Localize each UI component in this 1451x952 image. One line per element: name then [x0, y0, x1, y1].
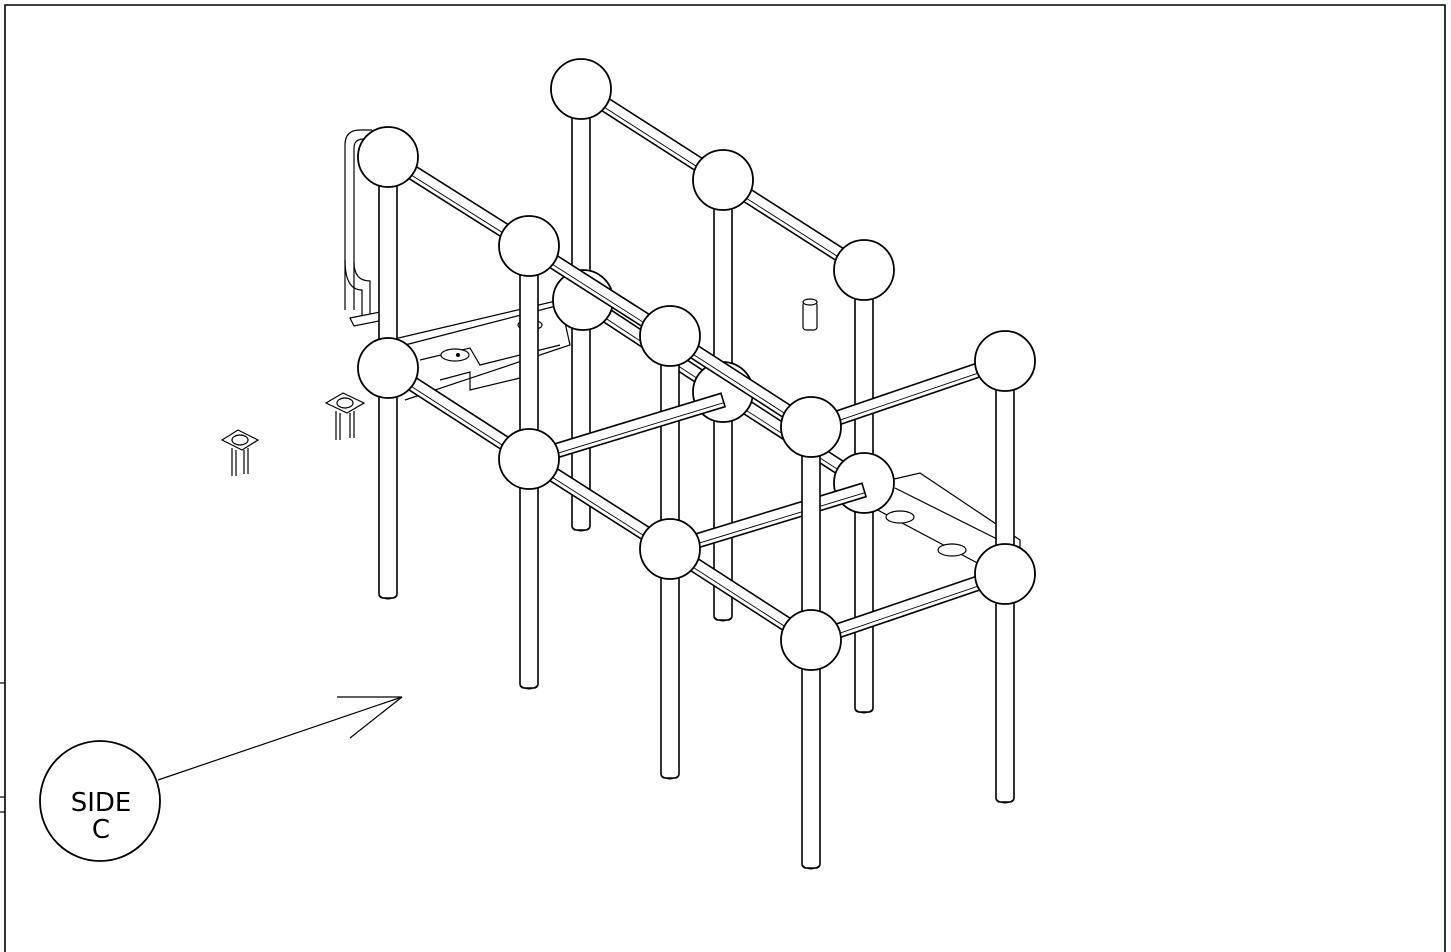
connector-ball	[780, 609, 842, 671]
anchor-bracket	[220, 429, 260, 476]
callout-label-line2: C	[92, 815, 110, 845]
connector-ball	[833, 239, 895, 301]
connector-ball	[974, 330, 1036, 392]
connector-ball	[639, 518, 701, 580]
post-end	[854, 708, 874, 714]
connector-ball	[357, 126, 419, 188]
connector-ball	[550, 58, 612, 120]
post-end	[713, 616, 733, 622]
anchor-bracket	[324, 392, 366, 440]
stub-post	[802, 298, 818, 331]
callout-label-line1: SIDE	[71, 788, 132, 818]
connector-ball	[498, 215, 560, 277]
post-end	[378, 594, 398, 600]
connector-ball	[639, 305, 701, 367]
callout-circle	[39, 740, 161, 862]
post-end	[660, 774, 680, 780]
rail-highlight	[529, 402, 724, 463]
post-end	[995, 798, 1015, 804]
connector-ball	[357, 337, 419, 399]
rail-highlight	[670, 492, 865, 553]
drawing-border	[4, 4, 1446, 952]
post-end	[801, 864, 821, 870]
pipe-frame	[357, 58, 1036, 870]
post-end	[571, 526, 591, 532]
rail-highlight	[811, 363, 1007, 431]
post-end	[519, 684, 539, 690]
rail-highlight	[811, 576, 1007, 644]
view-direction-arrow	[157, 696, 403, 781]
connector-ball	[498, 428, 560, 490]
side-c-callout: SIDE C	[39, 740, 161, 862]
connector-ball	[780, 396, 842, 458]
connector-ball	[974, 543, 1036, 605]
connector-ball	[692, 149, 754, 211]
base-platform	[389, 299, 1021, 576]
